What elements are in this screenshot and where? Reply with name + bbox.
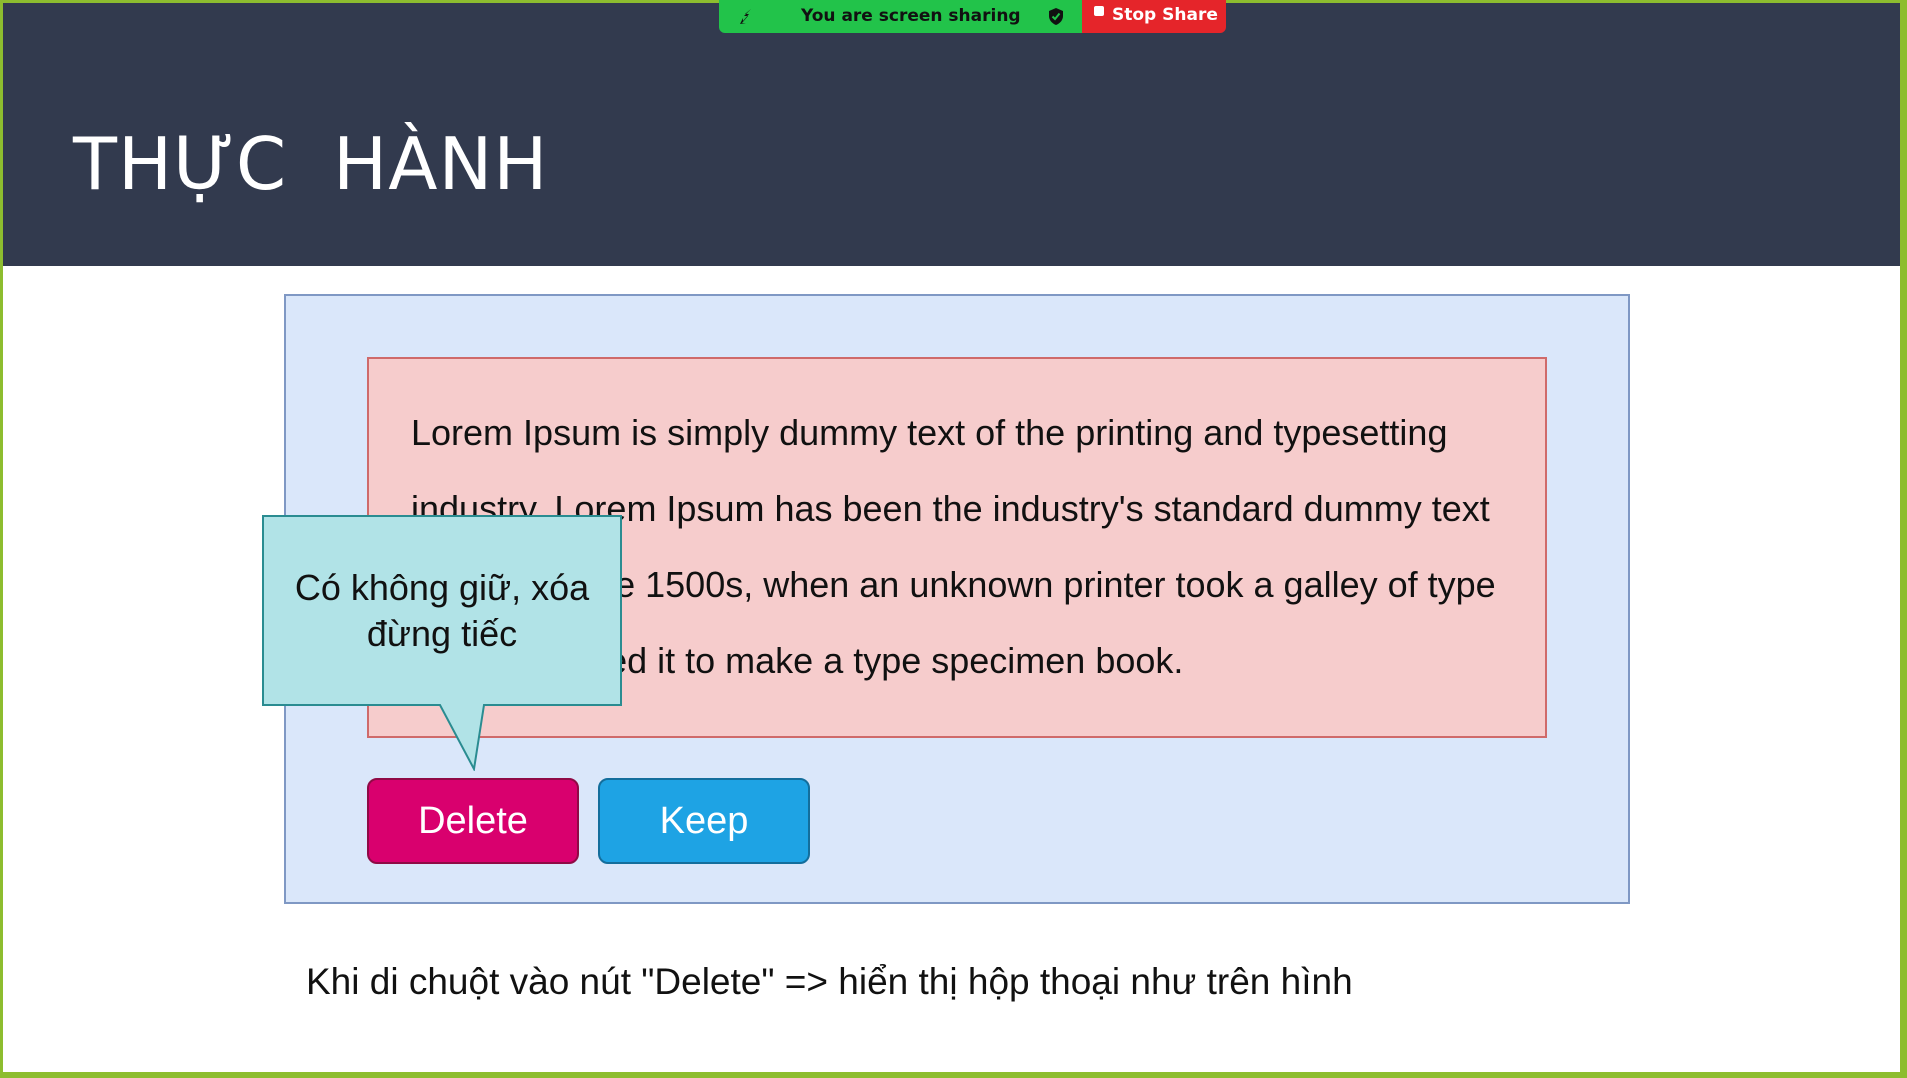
keep-button[interactable]: Keep bbox=[598, 778, 810, 864]
stop-share-button[interactable]: Stop Share bbox=[1082, 0, 1226, 33]
callout-shape bbox=[262, 515, 622, 771]
stop-icon bbox=[1094, 6, 1104, 16]
tooltip-callout: Có không giữ, xóa đừng tiếc bbox=[262, 515, 622, 771]
screen-share-bar: You are screen sharing Stop Share bbox=[719, 0, 1226, 33]
screen-share-label: You are screen sharing bbox=[801, 6, 1021, 26]
stop-share-label: Stop Share bbox=[1112, 5, 1218, 25]
share-arrow-icon bbox=[740, 9, 751, 24]
frame-right-edge bbox=[1900, 0, 1907, 1078]
slide-header: THỰC HÀNH bbox=[0, 0, 1903, 266]
instruction-text: Khi di chuột vào nút "Delete" => hiển th… bbox=[306, 961, 1353, 1002]
shield-check-icon bbox=[1049, 8, 1063, 25]
tooltip-text: Có không giữ, xóa đừng tiếc bbox=[294, 566, 590, 654]
page-title: THỰC HÀNH bbox=[73, 122, 549, 206]
delete-button[interactable]: Delete bbox=[367, 778, 579, 864]
screen-share-status: You are screen sharing bbox=[719, 0, 1082, 33]
